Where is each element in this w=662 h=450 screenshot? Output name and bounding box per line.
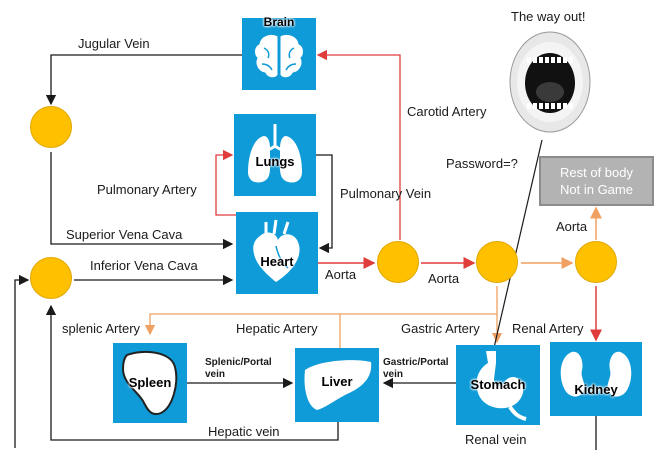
kidney-icon <box>550 342 642 416</box>
organ-kidney[interactable]: Kidney <box>550 342 642 416</box>
label-gastric-artery: Gastric Artery <box>401 321 480 336</box>
rest-of-body-line-2: Not in Game <box>541 181 652 198</box>
label-aorta-1: Aorta <box>325 267 356 282</box>
way-out-title: The way out! <box>511 9 585 24</box>
jugular-vein-line <box>51 55 242 104</box>
carotid-artery-line <box>318 55 400 240</box>
label-pulmonary-vein: Pulmonary Vein <box>340 186 431 201</box>
organ-heart[interactable]: Heart <box>236 212 318 294</box>
rest-of-body-line-1: Rest of body <box>541 164 652 181</box>
label-renal-vein: Renal vein <box>465 432 526 447</box>
organ-lungs[interactable]: Lungs <box>234 114 316 196</box>
label-jugular-vein: Jugular Vein <box>78 36 150 51</box>
organ-liver[interactable]: Liver <box>295 348 379 422</box>
heart-label: Heart <box>236 254 318 269</box>
pulmonary-vein-line <box>316 155 332 248</box>
junction-node-inferior[interactable] <box>30 257 72 299</box>
label-password: Password=? <box>446 156 518 171</box>
label-splenic-artery: splenic Artery <box>62 321 140 336</box>
organ-brain[interactable]: Brain <box>242 18 316 90</box>
label-hepatic-vein: Hepatic vein <box>208 424 280 439</box>
spleen-label: Spleen <box>113 375 187 390</box>
return-loop-line <box>15 280 28 448</box>
rest-of-body-box: Rest of body Not in Game <box>539 156 654 206</box>
label-gastric-portal-vein: Gastric/Portal vein <box>383 357 455 381</box>
stomach-label: Stomach <box>456 377 540 392</box>
pulmonary-artery-line <box>216 155 236 215</box>
junction-node-aorta-1[interactable] <box>377 241 419 283</box>
junction-node-aorta-2[interactable] <box>476 241 518 283</box>
label-renal-artery: Renal Artery <box>512 321 584 336</box>
label-carotid-artery: Carotid Artery <box>407 104 486 119</box>
organ-spleen[interactable]: Spleen <box>113 343 187 423</box>
mouth-icon[interactable] <box>505 30 595 135</box>
label-hepatic-artery: Hepatic Artery <box>236 321 318 336</box>
label-splenic-portal-vein: Splenic/Portal vein <box>205 357 285 381</box>
lungs-label: Lungs <box>234 154 316 169</box>
label-inferior-vena-cava: Inferior Vena Cava <box>90 258 198 273</box>
junction-node-aorta-3[interactable] <box>575 241 617 283</box>
junction-node-jugular[interactable] <box>30 106 72 148</box>
label-pulmonary-artery: Pulmonary Artery <box>97 182 197 197</box>
label-aorta-3: Aorta <box>556 219 587 234</box>
label-superior-vena-cava: Superior Vena Cava <box>66 227 182 242</box>
organ-stomach[interactable]: Stomach <box>456 345 540 425</box>
heart-icon <box>236 212 318 294</box>
label-aorta-2: Aorta <box>428 271 459 286</box>
brain-label: Brain <box>242 15 316 29</box>
liver-label: Liver <box>295 374 379 389</box>
kidney-label: Kidney <box>550 382 642 397</box>
